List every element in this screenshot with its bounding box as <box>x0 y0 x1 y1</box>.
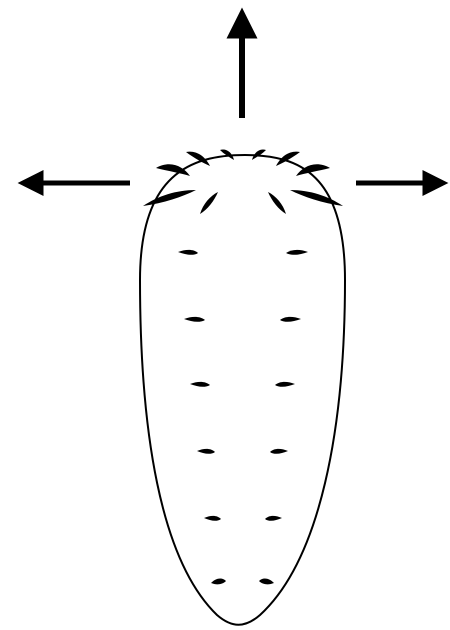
body-outline <box>140 155 345 625</box>
